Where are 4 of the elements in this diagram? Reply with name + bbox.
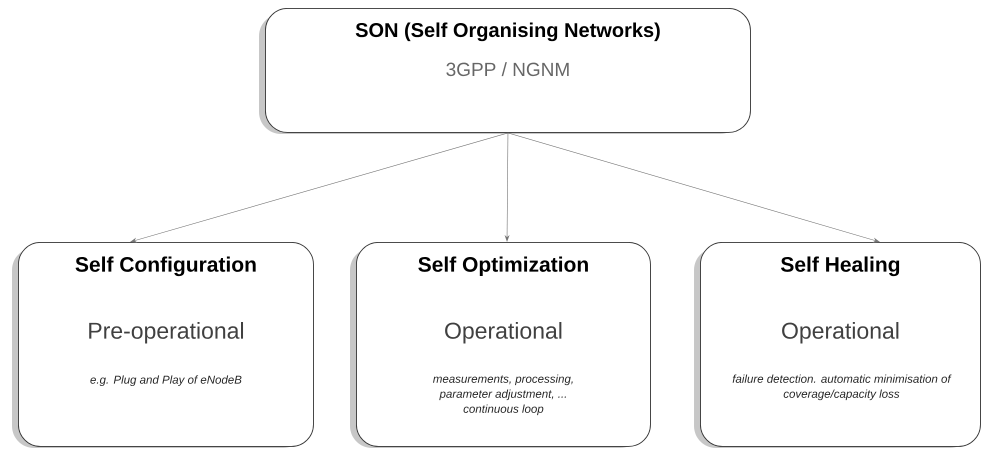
rounded-box: Self Configuration Pre-operational e.g. Plug and Play of eNodeB bbox=[18, 242, 314, 447]
rounded-box: SON (Self Organising Networks) 3GPP / NGNM bbox=[265, 8, 751, 133]
rounded-box: Self Healing Operational failure detection. automatic minimisation of coverage/capacity loss bbox=[700, 242, 981, 447]
rounded-box: Self Optimization Operational measurements, processing, parameter adjustment, ... continuous loop bbox=[356, 242, 651, 447]
